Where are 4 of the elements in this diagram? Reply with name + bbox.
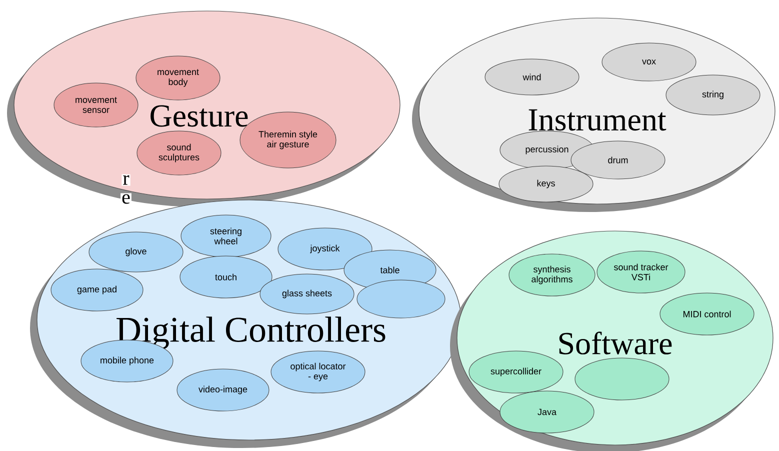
item-ellipse (574, 358, 670, 400)
item-ellipse (356, 280, 446, 318)
text-fragment: e (120, 193, 132, 205)
text-fragment: r (122, 174, 130, 186)
